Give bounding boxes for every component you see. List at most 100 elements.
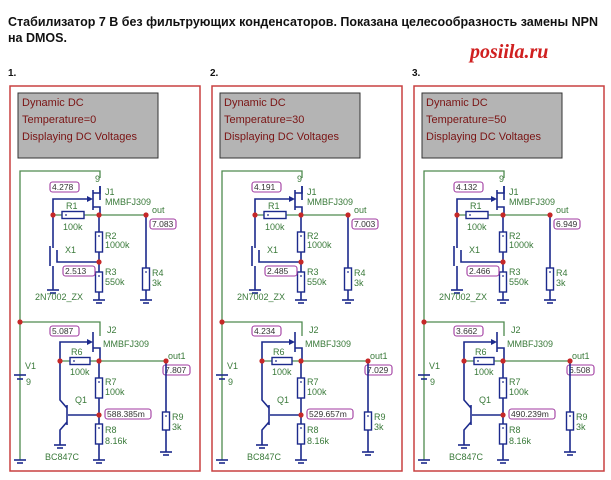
info-line: Displaying DC Voltages [22, 131, 137, 143]
r6 [69, 356, 91, 366]
r4 [141, 267, 151, 291]
resistor-pin-mark [73, 360, 75, 362]
x1-gate-voltage-box [62, 265, 96, 277]
panel-number: 2. [210, 68, 219, 79]
info-line: Temperature=0 [22, 114, 96, 126]
x1-model: 2N7002_ZX [439, 292, 487, 302]
q1-base-voltage: 490.239m [511, 409, 549, 419]
r3-label: R3 [307, 267, 319, 277]
j1-model: MMBFJ309 [105, 197, 151, 207]
j2-gate-voltage: 5.087 [52, 326, 74, 336]
resistor-pin-mark [502, 275, 504, 277]
info-box [219, 92, 361, 159]
x1-label: X1 [267, 245, 278, 255]
info-line: Displaying DC Voltages [224, 131, 339, 143]
j2-gate-arrow [87, 339, 93, 345]
resistor-pin-mark [300, 427, 302, 429]
x1-gate-voltage: 2.466 [469, 266, 491, 276]
out1-voltage: 6.508 [569, 365, 591, 375]
r2-value: 1000k [307, 240, 332, 250]
panel-number: 1. [8, 68, 17, 79]
r2-label: R2 [307, 231, 319, 241]
r3 [498, 271, 508, 293]
j1-label: J1 [105, 187, 115, 197]
q1-model: BC847C [45, 452, 80, 462]
r1 [61, 210, 85, 220]
node-dot [96, 412, 102, 418]
j1-label: J1 [307, 187, 317, 197]
resistor-pin-mark [502, 427, 504, 429]
j2-model: MMBFJ309 [305, 339, 351, 349]
r2 [498, 231, 508, 253]
q1-base-voltage: 588.385m [107, 409, 145, 419]
out1-voltage: 7.029 [367, 365, 389, 375]
node-dot [365, 358, 371, 364]
r9-value: 3k [576, 422, 586, 432]
q1-label: Q1 [479, 395, 491, 405]
j2-label: J2 [511, 325, 521, 335]
node-dot [163, 358, 169, 364]
j2-gate-voltage-box [251, 325, 282, 337]
r1-label: R1 [66, 201, 78, 211]
x1-gate [258, 250, 301, 263]
r8 [498, 423, 508, 445]
r1-value: 100k [467, 222, 487, 232]
r1-label: R1 [268, 201, 280, 211]
j2-supply-wire [222, 321, 303, 336]
j1-gate-voltage-box [453, 181, 484, 193]
node-dot [96, 259, 102, 265]
resistor-pin-mark [569, 415, 571, 417]
resistor-pin-mark [300, 275, 302, 277]
watermark: posiila.ru [468, 41, 548, 63]
out-voltage: 7.083 [152, 219, 174, 229]
r7-label: R7 [307, 377, 319, 387]
node-dot [500, 259, 506, 265]
node-dot [345, 212, 351, 218]
out-label: out [354, 205, 367, 215]
j2-model: MMBFJ309 [103, 339, 149, 349]
node-dot [57, 358, 63, 364]
q1-model: BC847C [247, 452, 282, 462]
r4-value: 3k [354, 278, 364, 288]
info-line: Dynamic DC [426, 97, 488, 109]
x1-model: 2N7002_ZX [35, 292, 83, 302]
node-dot [298, 259, 304, 265]
node-dot [454, 212, 460, 218]
r1-label: R1 [470, 201, 482, 211]
r6 [473, 356, 495, 366]
r4-value: 3k [556, 278, 566, 288]
r7-label: R7 [509, 377, 521, 387]
j2-gate-wire [463, 341, 494, 361]
info-line: Temperature=30 [224, 114, 304, 126]
r8-label: R8 [509, 425, 521, 435]
j1-gate-arrow [289, 196, 295, 202]
r7-value: 100k [105, 387, 125, 397]
j1-d [93, 186, 101, 194]
r4-label: R4 [556, 268, 568, 278]
info-line: Dynamic DC [22, 97, 84, 109]
info-line: Displaying DC Voltages [426, 131, 541, 143]
r4 [343, 267, 353, 291]
r4 [545, 267, 555, 291]
j2-label: J2 [309, 325, 319, 335]
supply-label: 9 [297, 174, 302, 184]
r6-value: 100k [474, 367, 494, 377]
resistor-pin-mark [98, 235, 100, 237]
out-voltage: 6.949 [556, 219, 578, 229]
j1-gate-arrow [87, 196, 93, 202]
out-voltage-box [553, 218, 581, 230]
resistor-pin-mark [367, 415, 369, 417]
q1-base-voltage-box [306, 408, 354, 420]
out1-label: out1 [370, 351, 388, 361]
x1-label: X1 [65, 245, 76, 255]
node-dot [421, 319, 427, 325]
out1-voltage-box [364, 364, 393, 376]
node-dot [259, 358, 265, 364]
node-dot [50, 212, 56, 218]
r2-label: R2 [509, 231, 521, 241]
resistor-pin-mark [165, 415, 167, 417]
supply-wire [423, 170, 505, 460]
panel-number: 3. [412, 68, 421, 79]
out-voltage-box [351, 218, 379, 230]
r6-label: R6 [71, 347, 83, 357]
